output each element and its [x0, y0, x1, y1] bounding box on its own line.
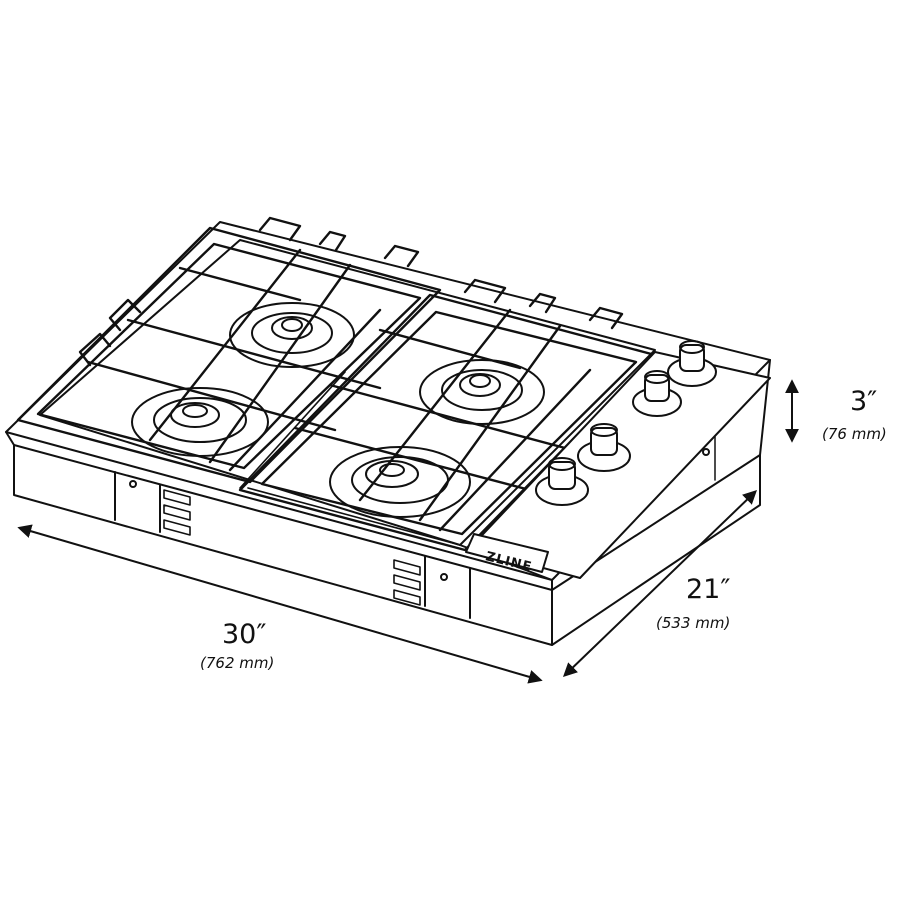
width-dimension-arrow: [17, 524, 543, 684]
cooking-surface: [39, 239, 656, 546]
depth-metric-label: (533 mm): [656, 614, 730, 632]
height-imperial-label: 3″: [850, 386, 877, 417]
burner-knob-1[interactable]: [667, 340, 717, 387]
burner-knob-2[interactable]: [632, 370, 682, 417]
burner-rear-right: [419, 359, 545, 425]
depth-dimension-arrow: [562, 490, 758, 677]
depth-imperial-label: 21″: [686, 574, 730, 605]
burner-rear-left: [229, 302, 355, 368]
burner-knob-3[interactable]: [577, 423, 631, 472]
height-metric-label: (76 mm): [822, 425, 887, 443]
grate-left: [16, 216, 442, 484]
width-imperial-label: 30″: [222, 619, 266, 650]
burner-front-right: [329, 446, 471, 518]
width-metric-label: (762 mm): [200, 654, 274, 672]
